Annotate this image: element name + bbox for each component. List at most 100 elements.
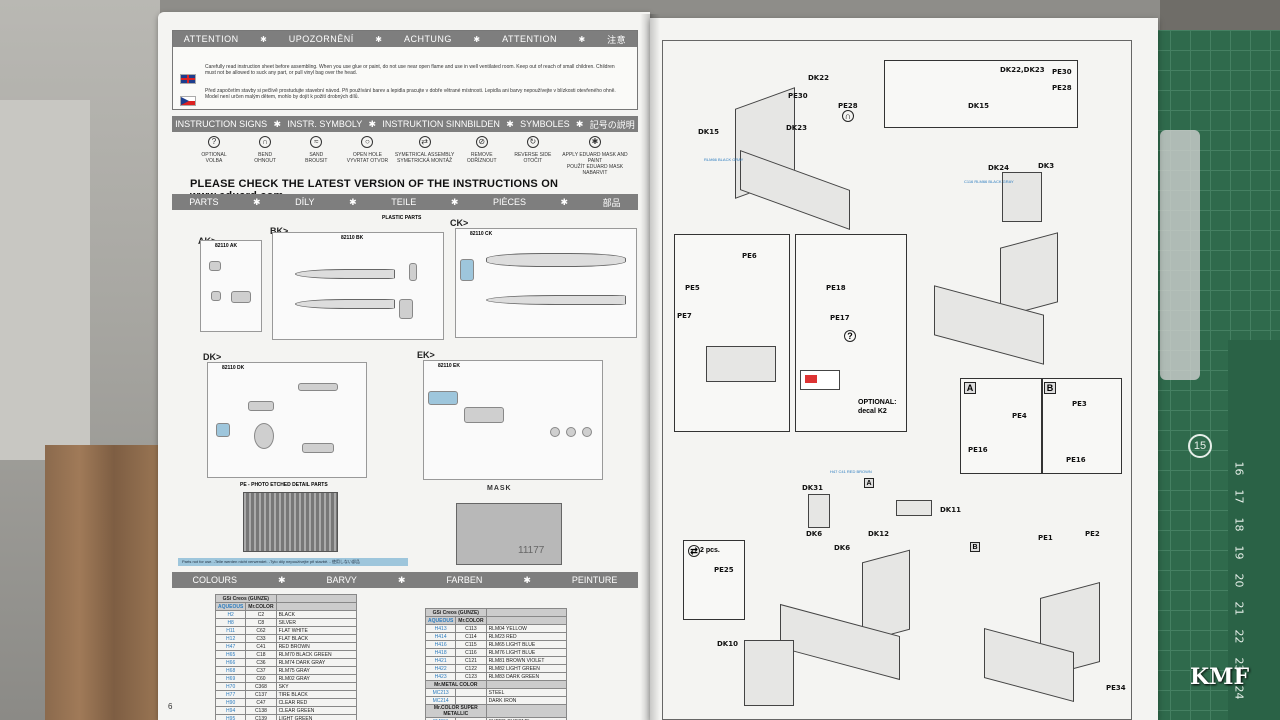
symmetrical-icon: ⇄ xyxy=(688,545,700,557)
cutting-mat-ruler xyxy=(1228,340,1280,720)
label-dk24: DK24 xyxy=(988,164,1009,172)
label-dk11: DK11 xyxy=(940,506,961,514)
colour-name: RED BROWN xyxy=(275,642,357,651)
mask-title: MASK xyxy=(487,485,512,492)
sign-open-hole: ○OPEN HOLE VYVRTAT OTVOR xyxy=(346,136,389,164)
instruction-signs-bar: INSTRUCTION SIGNS✱ INSTR. SYMBOLY✱ INSTR… xyxy=(172,116,638,132)
label-dk6-a: DK6 xyxy=(806,530,823,538)
warning-text-en: Carefully read instruction sheet before … xyxy=(205,64,615,76)
label-dk15-inset: DK15 xyxy=(968,102,989,110)
colour-code-aqueous: H94 xyxy=(214,706,247,715)
colour-code-aqueous: MC213 xyxy=(424,688,457,697)
label-dk12: DK12 xyxy=(868,530,889,538)
colour-name xyxy=(275,602,357,611)
variant-b-box xyxy=(1042,378,1122,474)
colour-code-mrcolor: C115 xyxy=(455,640,487,649)
colour-name: RLM02 GRAY xyxy=(275,674,357,683)
colour-row: MC213 STEEL xyxy=(424,688,567,697)
warning-text-cz: Před započetím stavby si pečlivě prostud… xyxy=(205,88,616,100)
kmf-watermark-logo: KMF xyxy=(1190,664,1250,690)
label-dk22-dk23: DK22,DK23 xyxy=(1000,66,1045,74)
colour-code-aqueous: H65 xyxy=(214,650,247,659)
remove-icon: ⊘ xyxy=(475,136,488,148)
sign-sand: ≈SAND BROUSIT xyxy=(305,136,328,164)
colour-code-mrcolor: C113 xyxy=(455,624,487,633)
label-pe5: PE5 xyxy=(685,284,700,292)
colours-bar: COLOURS✱ BARVY✱ FARBEN✱ PEINTURE xyxy=(172,572,638,588)
sprue-dk: 82110 DK xyxy=(207,362,367,478)
colour-code-mrcolor: C18 xyxy=(245,650,277,659)
detail-inset-top xyxy=(884,60,1078,128)
colour-code-aqueous: H422 xyxy=(424,664,457,673)
colour-code-mrcolor: C62 xyxy=(245,626,277,635)
colour-name: RLM82 LIGHT GREEN xyxy=(485,664,567,673)
background-object xyxy=(1160,130,1200,380)
sign-bend: ∩BEND OHNOUT xyxy=(254,136,276,164)
colour-code-mrcolor: C2 xyxy=(245,610,277,619)
label-pe17: PE17 xyxy=(830,314,850,322)
sand-icon: ≈ xyxy=(310,136,323,148)
colour-code-aqueous: H70 xyxy=(214,682,247,691)
label-pe34: PE34 xyxy=(1106,684,1126,692)
colour-name: STEEL xyxy=(485,688,567,697)
sprue-label-dk: DK> xyxy=(203,352,222,362)
mat-ruler-marker: 15 xyxy=(1188,434,1212,458)
unused-parts-note: Parts not for use. -Teile werden nicht v… xyxy=(178,558,408,566)
mat-ruler-number: 18 xyxy=(1232,517,1246,532)
label-dk15: DK15 xyxy=(698,128,719,136)
bend-icon: ∩ xyxy=(259,136,272,148)
label-pe28-inset: PE28 xyxy=(1052,84,1072,92)
mat-ruler-number: 17 xyxy=(1232,489,1246,504)
colour-code-mrcolor xyxy=(455,717,487,720)
background-paper xyxy=(0,100,90,460)
colour-code-mrcolor: C37 xyxy=(245,666,277,675)
colour-name: BLACK xyxy=(275,610,357,619)
optional-icon: ? xyxy=(844,330,856,342)
colour-name xyxy=(485,616,567,625)
sign-mask: ✱APPLY EDUARD MASK AND PAINT POUŽÍT EDUA… xyxy=(562,136,628,176)
colour-code-mrcolor: C123 xyxy=(455,672,487,681)
colour-code-mrcolor: C121 xyxy=(455,656,487,665)
colour-name: RLM75 GRAY xyxy=(275,666,357,675)
colour-name: RLM81 BROWN VIOLET xyxy=(485,656,567,665)
colour-code-mrcolor: Mr.COLOR xyxy=(455,616,487,625)
label-pe6: PE6 xyxy=(742,252,757,260)
colour-name: RLM23 RED xyxy=(485,632,567,641)
sign-reverse: ↻REVERSE SIDE OTOČIT xyxy=(514,136,552,164)
plastic-parts-title: PLASTIC PARTS xyxy=(382,215,422,221)
colour-code-aqueous: H47 xyxy=(214,642,247,651)
colour-code-aqueous: H2 xyxy=(214,610,247,619)
colour-code-mrcolor: C33 xyxy=(245,634,277,643)
colour-code-aqueous: H418 xyxy=(424,648,457,657)
parts-bar: PARTS✱ DÍLY✱ TEILE✱ PIÈCES✱ 部品 xyxy=(172,194,638,210)
open-hole-icon: ○ xyxy=(361,136,374,148)
colour-code-aqueous: H414 xyxy=(424,632,457,641)
paint-note: H47 C41 RED BROWN xyxy=(830,469,872,474)
label-pe1: PE1 xyxy=(1038,534,1053,542)
colour-name: RLM70 BLACK GREEN xyxy=(275,650,357,659)
variant-a-box xyxy=(960,378,1042,474)
label-dk10: DK10 xyxy=(717,640,738,648)
optional-decal-note: OPTIONAL: decal K2 xyxy=(858,399,897,415)
ref-a-icon: A xyxy=(864,478,874,488)
colour-code-mrcolor xyxy=(455,688,487,697)
attention-bar: ATTENTION✱ UPOZORNĚNÍ✱ ACHTUNG✱ ATTENTIO… xyxy=(173,31,637,47)
part-dk10 xyxy=(744,640,794,706)
two-pieces-note: 2 pcs. xyxy=(700,547,720,554)
instrument-panel xyxy=(706,346,776,382)
sprue-label-ek: EK> xyxy=(417,350,435,360)
label-dk23: DK23 xyxy=(786,124,807,132)
sprue-ak: 82110 AK xyxy=(200,240,262,332)
variant-a-label: A xyxy=(964,382,976,394)
